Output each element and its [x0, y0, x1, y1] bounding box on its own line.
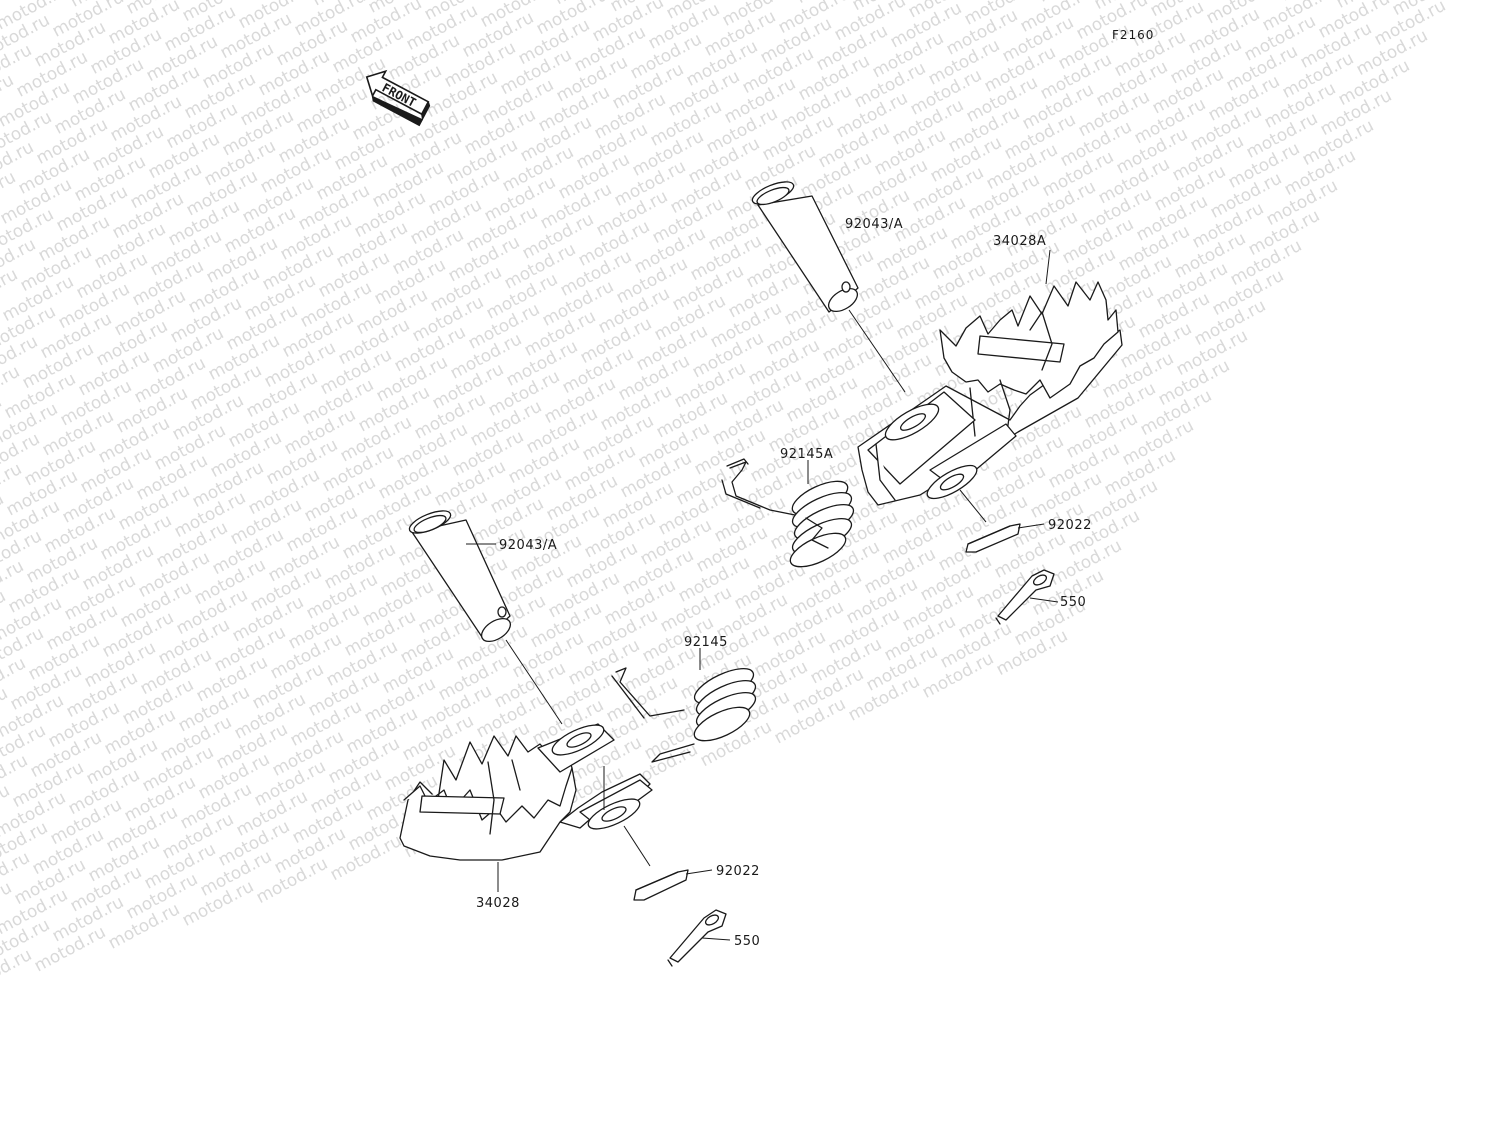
callout-washer-lower: 92022 [716, 864, 760, 879]
callout-pin-lower: 92043/A [499, 538, 557, 553]
callout-cotter-upper: 550 [1060, 595, 1086, 610]
callout-spring-left: 92145 [684, 635, 728, 650]
callout-footpeg-left: 34028 [476, 896, 520, 911]
figure-code: F2160 [1112, 28, 1154, 42]
watermark-layer: motod.rumotod.rumotod.rumotod.rumotod.ru… [0, 0, 1467, 999]
washer-92022-lower [633, 869, 713, 901]
callout-spring-right: 92145A [780, 447, 833, 462]
callout-footpeg-right: 34028A [993, 234, 1046, 249]
callout-washer-upper: 92022 [1048, 518, 1092, 533]
cotter-pin-550-lower [667, 909, 731, 967]
callout-cotter-lower: 550 [734, 934, 760, 949]
callout-pin-upper: 92043/A [845, 217, 903, 232]
